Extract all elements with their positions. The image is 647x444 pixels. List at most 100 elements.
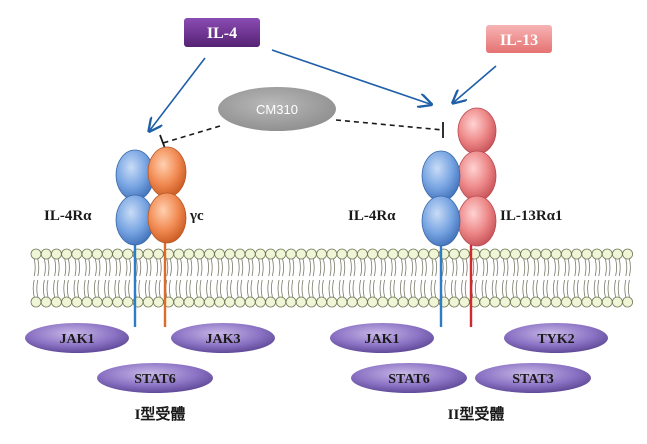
lipid-tail (588, 258, 590, 277)
lipid-tail (333, 258, 335, 277)
lipid-tail (272, 258, 274, 277)
lipid-head (91, 248, 103, 260)
lipid-head (601, 296, 613, 308)
lipid-tail (53, 279, 55, 298)
lipid-head (458, 296, 470, 308)
il13ra1-label: IL-13Rα1 (500, 208, 563, 224)
il4-ligand: IL-4 (184, 18, 260, 47)
stat6-ellipse-1 (97, 363, 213, 393)
lipid-tail (512, 279, 514, 298)
lipid-head (540, 296, 552, 308)
lipid-tail (564, 258, 566, 277)
lipid-tail (523, 258, 526, 277)
lipid-head (499, 296, 511, 308)
lipid-tail (189, 279, 192, 298)
lipid-tail (605, 258, 607, 277)
lipid-tail (496, 258, 499, 277)
type1-signaling: JAK1 JAK3 STAT6 I型受體 (25, 323, 275, 423)
lipid-head (122, 296, 134, 308)
lipid-tail (403, 279, 406, 298)
lipid-tail (298, 279, 300, 298)
lipid-tail (359, 279, 361, 298)
lipid-head (214, 248, 226, 260)
lipid-tail (614, 279, 616, 298)
cell-membrane (30, 248, 633, 308)
lipid-head (203, 248, 215, 260)
lipid-tail (32, 279, 35, 298)
lipid-tail (434, 279, 436, 298)
lipid-tail (128, 279, 130, 298)
lipid-head (122, 248, 134, 260)
lipid-tail (227, 258, 230, 277)
lipid-tail (118, 279, 120, 298)
il4-box (184, 18, 260, 47)
lipid-tail (563, 279, 565, 298)
lipid-tail (502, 279, 504, 298)
lipid-tail (95, 258, 97, 277)
lipid-head (397, 248, 409, 260)
lipid-tail (339, 258, 342, 277)
lipid-tail (464, 279, 467, 298)
lipid-tail (318, 279, 321, 298)
lipid-tail (200, 258, 203, 277)
lipid-head (448, 296, 460, 308)
il13-box (486, 25, 552, 53)
lipid-tail (217, 258, 220, 277)
lipid-head (356, 248, 368, 260)
lipid-tail (394, 258, 397, 277)
lipid-tail (149, 258, 152, 277)
il4-label: IL-4 (207, 25, 237, 42)
lipid-tail (597, 279, 600, 298)
lipid-tail (78, 258, 80, 277)
lipid-tail (206, 279, 208, 298)
lipid-head (91, 296, 103, 308)
lipid-tail (251, 258, 254, 277)
lipid-head (407, 296, 419, 308)
lipid-tail (425, 258, 427, 277)
lipid-tail (146, 258, 148, 277)
lipid-tail (129, 258, 131, 277)
lipid-head (377, 296, 389, 308)
lipid-tail (400, 279, 402, 298)
lipid-head (265, 248, 277, 260)
lipid-tail (67, 279, 69, 298)
lipid-head (591, 248, 603, 260)
lipid-tail (46, 279, 49, 298)
lipid-tail (139, 258, 142, 277)
lipid-tail (36, 279, 39, 298)
lipid-head (499, 248, 511, 260)
lipid-head (112, 248, 123, 260)
lipid-head (428, 248, 440, 260)
lipid-head (622, 248, 633, 260)
lipid-tail (393, 279, 396, 298)
type2-signaling: JAK1 TYK2 STAT6 STAT3 II型受體 (330, 323, 608, 423)
lipid-head (316, 248, 328, 260)
lipid-tail (527, 258, 529, 277)
gc-d1-domain (147, 146, 187, 198)
lipid-head (336, 248, 348, 260)
lipid-tail (119, 258, 121, 277)
lipid-tail (180, 258, 182, 277)
lipid-tail (452, 258, 454, 277)
lipid-tail (108, 258, 111, 277)
lipid-tail (492, 258, 495, 277)
lipid-head (295, 248, 307, 260)
lipid-head (305, 296, 317, 308)
tyk2-ellipse (504, 323, 608, 353)
lipid-head (356, 296, 368, 308)
lipid-tail (230, 279, 232, 298)
lipid-tail (77, 279, 79, 298)
lipid-tail (424, 279, 426, 298)
type2-caption: II型受體 (448, 405, 505, 423)
lipid-tail (207, 258, 209, 277)
lipid-head (224, 296, 236, 308)
lipid-tail (342, 279, 345, 298)
lipid-tail (209, 279, 212, 298)
lipid-tail (383, 279, 385, 298)
lipid-tail (404, 258, 407, 277)
lipid-tail (410, 279, 412, 298)
il13ra1-d3-domain (457, 195, 497, 247)
lipid-tail (84, 258, 87, 277)
activation-arrows (150, 49, 497, 130)
